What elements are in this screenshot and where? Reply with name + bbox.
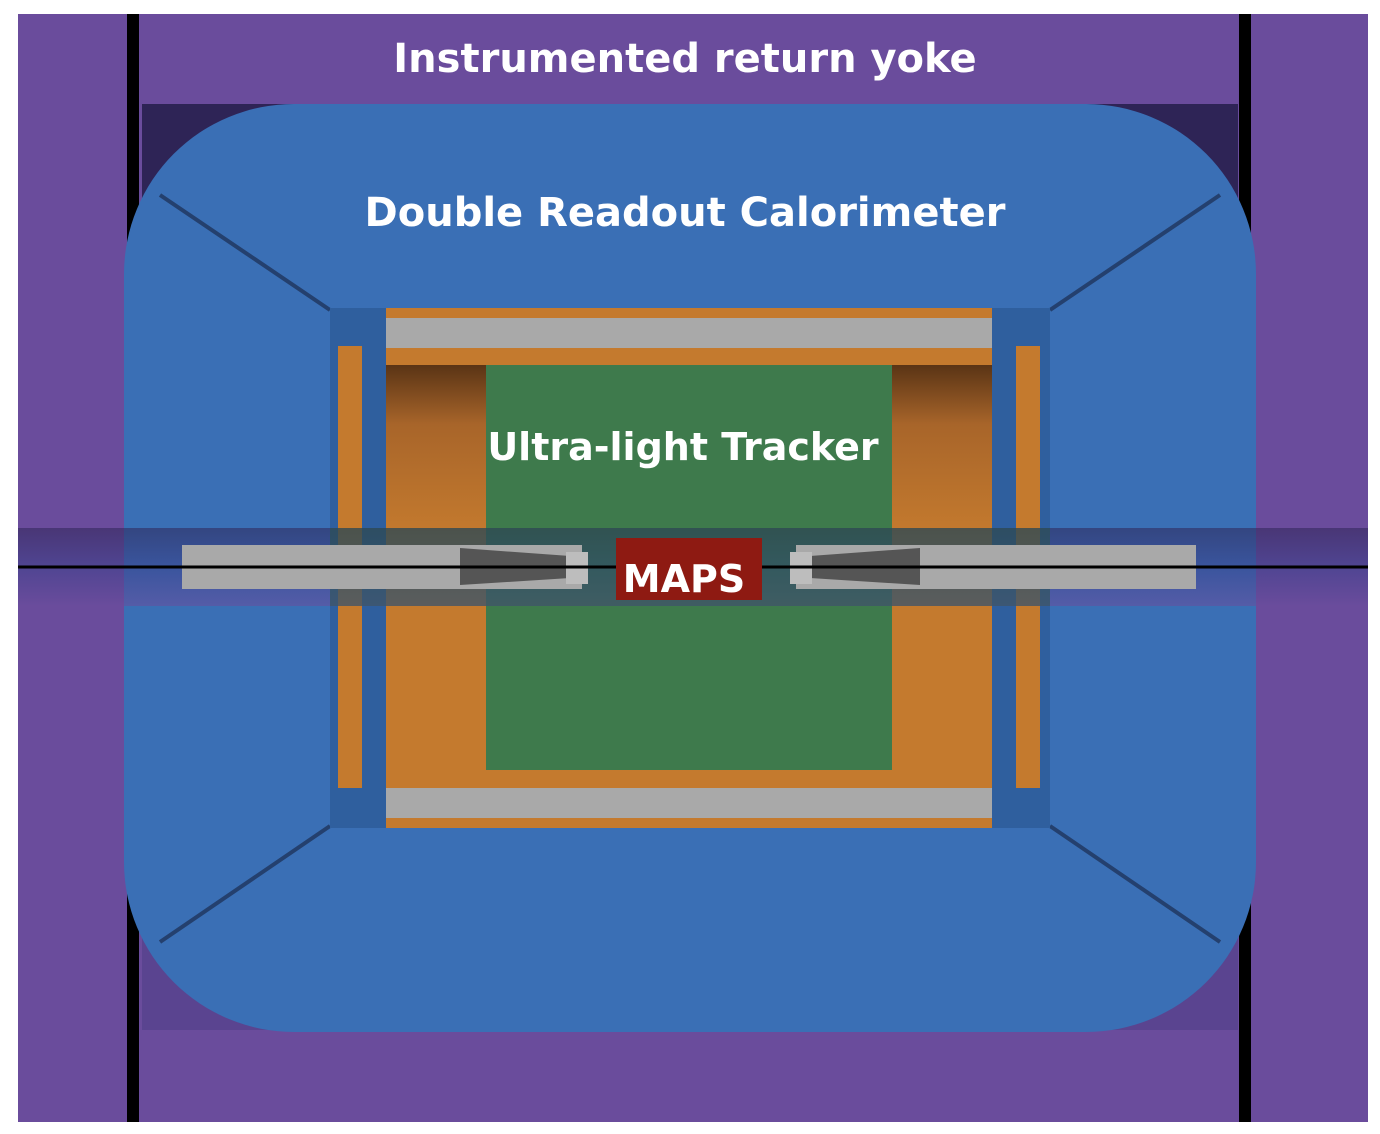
calorimeter-edge-bl — [158, 824, 332, 944]
tracker-label: Ultra-light Tracker — [487, 425, 879, 469]
calorimeter-label: Double Readout Calorimeter — [365, 190, 1006, 236]
calorimeter-edge-tr — [1048, 193, 1222, 312]
maps-label: MAPS — [623, 557, 745, 601]
calorimeter-edge-tl — [158, 193, 332, 312]
maps-box — [616, 538, 762, 600]
solenoid-shade-right — [892, 365, 992, 535]
solenoid-shade-left — [386, 365, 486, 535]
gray-bar-top — [386, 318, 992, 348]
yoke-label: Instrumented return yoke — [393, 36, 976, 82]
calorimeter-edge-br — [1048, 824, 1222, 944]
gray-bar-bottom — [386, 788, 992, 818]
